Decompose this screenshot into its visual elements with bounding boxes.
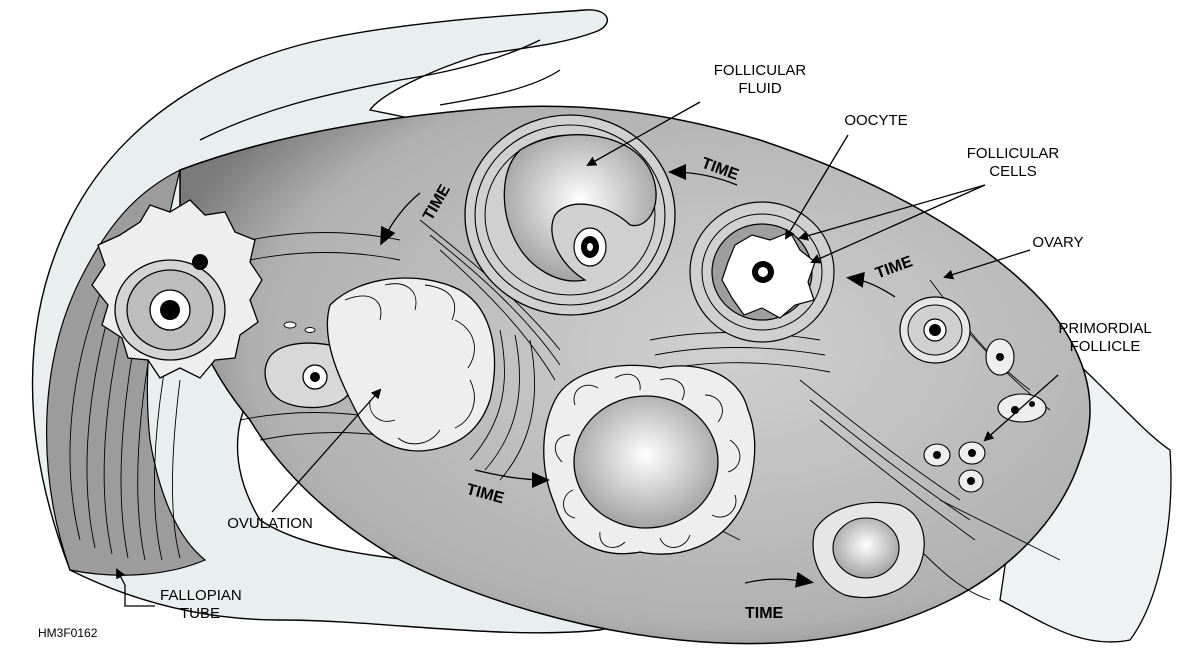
label-oocyte: OOCYTE [844,112,907,129]
graafian-follicle [465,115,675,315]
label-follicular-cells-2: CELLS [989,163,1037,180]
label-primordial-follicle-2: FOLLICLE [1070,338,1141,355]
label-follicular-fluid-1: FOLLICULAR [714,62,807,79]
label-fallopian-tube-1: FALLOPIAN [160,587,242,604]
secondary-follicle [690,202,834,342]
label-ovary: OVARY [1032,234,1083,251]
label-primordial-follicle-1: PRIMORDIAL [1058,320,1151,337]
figure-code: HM3F0162 [38,626,98,640]
primary-follicle [900,297,970,363]
label-follicular-fluid-2: FLUID [738,80,782,97]
label-fallopian-tube-2: TUBE [180,605,220,622]
time-label-bottom: TIME [745,605,784,622]
label-ovulation: OVULATION [227,515,313,532]
corpus-albicans [813,502,924,597]
label-follicular-cells-1: FOLLICULAR [967,145,1060,162]
corpus-luteum [544,365,755,554]
